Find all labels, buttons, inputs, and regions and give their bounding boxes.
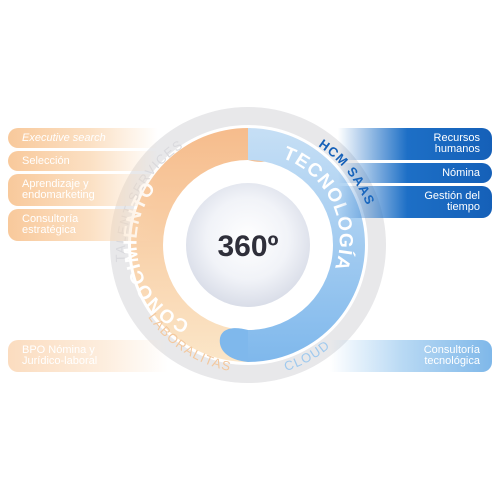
center-label: 360º	[217, 230, 278, 263]
service-consultoria-tecnologica-label: Consultoría tecnológica	[423, 344, 480, 367]
service-executive-search: Executive search	[8, 128, 158, 148]
service-seleccion: Selección	[8, 151, 158, 171]
core-circle	[186, 183, 310, 307]
service-gestion-tiempo-label: Gestión del tiempo	[424, 190, 480, 213]
service-bpo-nomina: BPO Nómina y Jurídico-laboral	[8, 340, 168, 372]
service-aprendizaje: Aprendizaje y endomarketing	[8, 174, 158, 206]
service-consultoria-estrategica: Consultoría estratégica	[8, 209, 158, 241]
service-nomina-label: Nómina	[442, 166, 480, 179]
conocimiento-swoosh	[131, 128, 248, 362]
service-nomina: Nómina	[338, 163, 492, 183]
service-seleccion-label: Selección	[22, 154, 70, 167]
service-executive-search-label: Executive search	[22, 131, 106, 144]
tecnologia-swoosh-tip	[219, 328, 248, 362]
service-bpo-nomina-label: BPO Nómina y Jurídico-laboral	[22, 344, 98, 367]
service-consultoria-estrategica-label: Consultoría estratégica	[22, 213, 79, 236]
service-recursos-humanos: Recursos humanos	[338, 128, 492, 160]
service-gestion-tiempo: Gestión del tiempo	[338, 186, 492, 218]
tecnologia-swoosh	[248, 128, 365, 362]
service-aprendizaje-label: Aprendizaje y endomarketing	[22, 178, 95, 201]
service-recursos-humanos-label: Recursos humanos	[433, 132, 480, 155]
service-consultoria-tecnologica: Consultoría tecnológica	[330, 340, 492, 372]
